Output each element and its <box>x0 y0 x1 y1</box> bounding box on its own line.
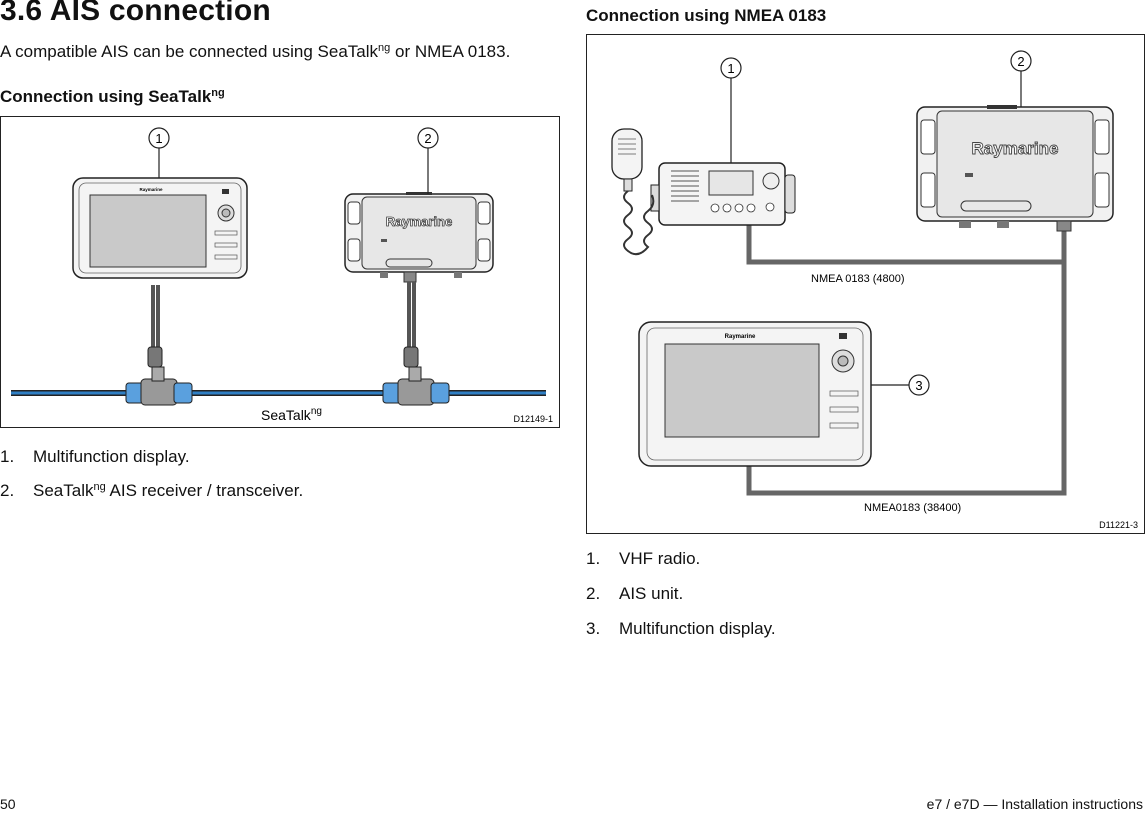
left-heading-text: Connection using SeaTalk <box>0 87 212 106</box>
mfd-device: Raymarine <box>638 321 872 467</box>
left-list-item-1: 1. Multifunction display. <box>0 447 190 467</box>
doc-title: e7 / e7D — Installation instructions <box>926 796 1143 812</box>
mfd-brand: Raymarine <box>725 334 756 340</box>
right-heading: Connection using NMEA 0183 <box>586 6 827 25</box>
page-number: 50 <box>0 796 16 812</box>
nmea-figure: Raymarine Raymarine 1 <box>586 34 1145 534</box>
spur-cables <box>147 282 419 368</box>
mfd-brand: Raymarine <box>139 187 163 192</box>
list-text-superscript: ng <box>93 481 106 493</box>
callout-2: 2 <box>417 127 439 194</box>
callout-3: 3 <box>871 374 930 396</box>
left-list-item-2: 2. SeaTalkng AIS receiver / transceiver. <box>0 481 303 501</box>
callout-1-label: 1 <box>155 131 162 146</box>
list-number: 1. <box>586 549 601 568</box>
callout-2-label: 2 <box>1017 54 1024 69</box>
list-number: 1. <box>0 447 15 466</box>
callout-2: 2 <box>1010 50 1032 107</box>
left-figure-id: D12149-1 <box>513 414 553 424</box>
list-text-suffix: AIS receiver / transceiver. <box>105 481 304 500</box>
right-list-item-3: 3. Multifunction display. <box>586 619 776 639</box>
bus-label: SeaTalkng <box>261 406 322 423</box>
list-text-prefix: SeaTalk <box>33 481 94 500</box>
seatalk-diagram: Raymarine Raymarine <box>11 127 553 424</box>
section-title: 3.6 AIS connection <box>0 0 271 27</box>
ais-brand: Raymarine <box>386 214 452 229</box>
seatalk-figure: Raymarine Raymarine <box>0 116 560 428</box>
ais-unit-brand: Raymarine <box>972 139 1059 158</box>
left-heading: Connection using SeaTalkng <box>0 87 225 107</box>
intro-superscript: ng <box>378 42 391 54</box>
list-number: 2. <box>586 584 601 603</box>
cable-label-38400: NMEA0183 (38400) <box>864 502 961 514</box>
right-list-item-1: 1. VHF radio. <box>586 549 700 569</box>
list-text: Multifunction display. <box>619 619 776 638</box>
callout-3-label: 3 <box>915 378 922 393</box>
list-text: Multifunction display. <box>33 447 190 466</box>
bus-label-superscript: ng <box>311 406 322 417</box>
seatalk-backbone <box>11 366 546 406</box>
bus-label-text: SeaTalk <box>261 407 312 423</box>
list-number: 2. <box>0 481 15 500</box>
callout-2-label: 2 <box>424 131 431 146</box>
right-figure-id: D11221-3 <box>1099 520 1138 530</box>
intro-prefix: A compatible AIS can be connected using … <box>0 42 379 61</box>
nmea-diagram: Raymarine Raymarine 1 <box>611 50 1138 530</box>
list-number: 3. <box>586 619 601 638</box>
list-text: AIS unit. <box>619 584 684 603</box>
callout-1: 1 <box>148 127 170 178</box>
mfd-device: Raymarine <box>72 177 248 279</box>
ais-device: Raymarine <box>344 192 494 283</box>
list-text: VHF radio. <box>619 549 701 568</box>
callout-1-label: 1 <box>727 61 734 76</box>
ais-unit: Raymarine <box>916 105 1114 232</box>
left-heading-superscript: ng <box>211 87 225 99</box>
right-list-item-2: 2. AIS unit. <box>586 584 683 604</box>
intro-suffix: or NMEA 0183. <box>390 42 511 61</box>
vhf-radio <box>611 128 796 256</box>
cable-label-4800: NMEA 0183 (4800) <box>811 273 905 285</box>
callout-1: 1 <box>720 57 742 163</box>
intro-paragraph: A compatible AIS can be connected using … <box>0 42 510 62</box>
